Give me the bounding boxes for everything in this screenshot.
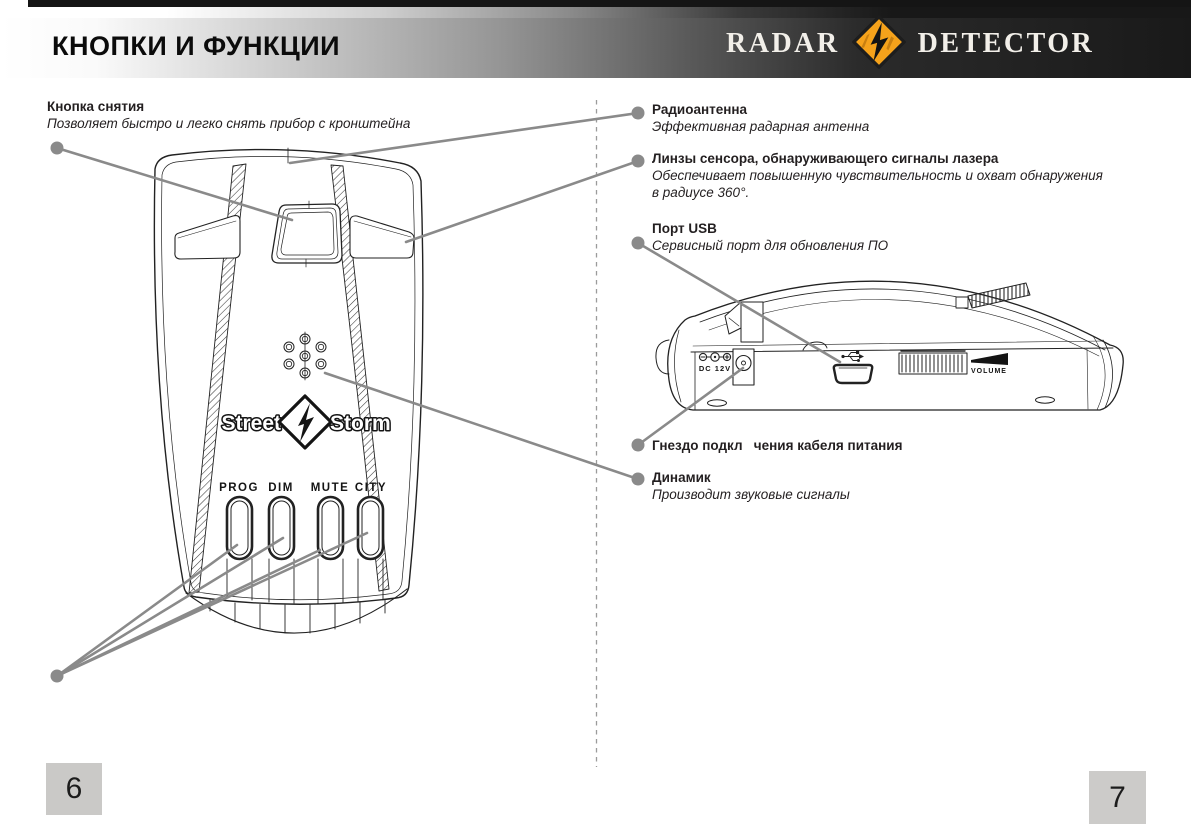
knurled-roller [955, 282, 1031, 309]
foot-left [707, 399, 727, 407]
mount-hook [655, 339, 670, 375]
callout-title: Порт USB [652, 221, 717, 236]
page-number-right: 7 [1089, 771, 1146, 824]
callout-desc: Эффективная радарная антенна [652, 119, 870, 134]
side-view-diagram: DC 12V [655, 280, 1124, 411]
header-gap-strip [0, 7, 1191, 18]
page-title: КНОПКИ И ФУНКЦИИ [52, 31, 341, 61]
callout-speaker: Динамик Производит звуковые сигналы [652, 469, 850, 503]
callout-title: Линзы сенсора, обнаруживающего сигналы л… [652, 151, 999, 166]
brand-street: Street [221, 412, 281, 435]
dot-usb-port [631, 236, 645, 250]
brand-word-detector: DETECTOR [917, 28, 1095, 59]
mini-usb-port [832, 363, 874, 385]
foot-right [1035, 396, 1055, 404]
dot-speaker [631, 472, 645, 486]
callout-desc: Сервисный порт для обновления ПО [652, 238, 889, 253]
page-number-left: 6 [46, 763, 102, 815]
callout-desc-line2: в радиусе 360°. [652, 185, 750, 200]
callout-title: Кнопка снятия [47, 99, 145, 114]
callout-radio-antenna: Радиоантенна Эффективная радарная антенн… [652, 101, 869, 135]
usb-icon [841, 350, 864, 362]
header-gradient-band [0, 18, 1191, 78]
button-label-prog: PROG [219, 482, 259, 494]
street-storm-bolt-icon [298, 403, 314, 442]
dc-12v-label: DC 12V [699, 364, 731, 373]
callout-title: Гнездо подкл чения кабеля питания [652, 438, 903, 453]
lightning-diamond-icon [851, 14, 907, 75]
dot-power-socket [631, 438, 645, 452]
callout-desc: Производит звуковые сигналы [652, 487, 850, 502]
brand-storm: Storm [330, 412, 391, 435]
release-button [271, 200, 343, 268]
dot-laser-lens [631, 154, 645, 168]
button-label-mute: MUTE [311, 482, 350, 494]
speaker-holes [283, 331, 327, 381]
dc-jack [732, 348, 755, 386]
brand-logo: RADAR DETECTOR [726, 14, 1094, 74]
volume-label: VOLUME [971, 368, 1007, 375]
callout-desc: Обеспечивает повышенную чувствительность… [652, 168, 1103, 183]
dot-radio-antenna [631, 106, 645, 120]
header-top-strip [28, 0, 1191, 7]
brand-word-radar: RADAR [726, 28, 840, 59]
callout-title: Радиоантенна [652, 102, 748, 117]
callout-power-socket: Гнездо подкл чения кабеля питания [652, 437, 902, 454]
callout-laser-lens: Линзы сенсора, обнаруживающего сигналы л… [652, 150, 1103, 201]
button-label-city: CITY [355, 482, 387, 494]
volume-wedge-icon [971, 353, 1008, 365]
front-view-diagram: Street Storm PROG DIM MUTE CITY [153, 147, 424, 634]
volume-wheel [898, 350, 968, 375]
callout-usb-port: Порт USB Сервисный порт для обновления П… [652, 220, 888, 254]
button-label-dim: DIM [268, 482, 294, 494]
button-labels: PROG DIM MUTE CITY [219, 482, 387, 494]
dot-buttons [50, 669, 64, 683]
callout-title: Динамик [652, 470, 711, 485]
callout-desc: Позволяет быстро и легко снять прибор с … [47, 116, 411, 131]
callout-release-button: Кнопка снятия Позволяет быстро и легко с… [47, 98, 410, 132]
